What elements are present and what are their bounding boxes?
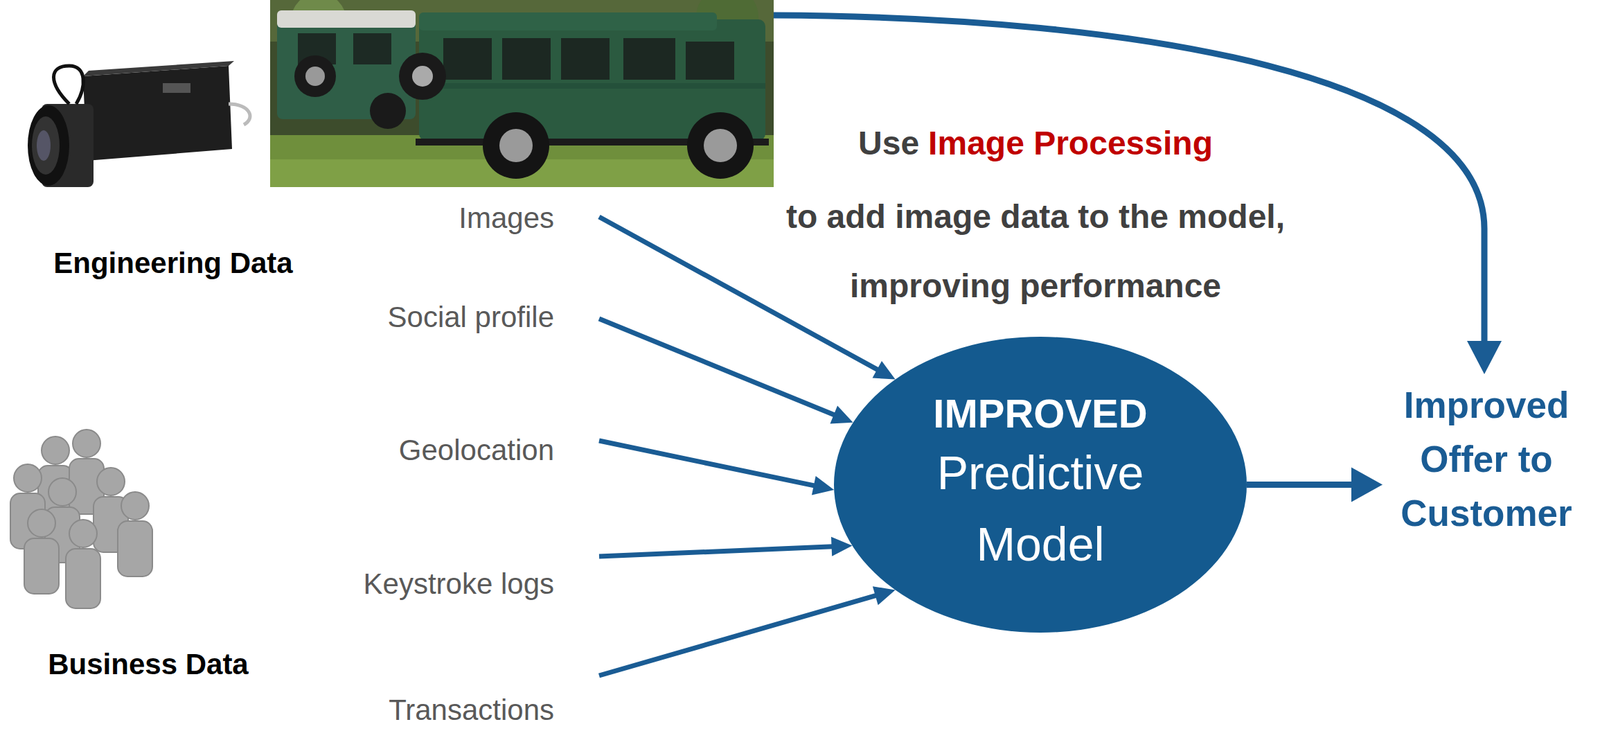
connector-line	[599, 318, 836, 415]
connector	[599, 585, 896, 676]
camera-picture	[4, 40, 251, 235]
people-icon	[10, 429, 153, 609]
category-label: Engineering Data	[53, 246, 293, 280]
connector-line	[599, 594, 877, 676]
arrow-head	[829, 405, 853, 424]
model-name: Predictive Model	[908, 437, 1172, 580]
model-ellipse: IMPROVEDPredictive Model	[833, 336, 1247, 633]
source-label: Images	[458, 201, 555, 235]
source-label: Keystroke logs	[363, 567, 555, 601]
note-text: to add image data to the model,	[786, 197, 1285, 236]
arrow-head	[872, 360, 896, 380]
vehicle-photo	[270, 0, 774, 188]
input-source: Transactions	[374, 672, 600, 731]
outcome-label: Improved Offer to Customer	[1392, 378, 1580, 541]
connector-line	[599, 216, 879, 370]
category-label: Business Data	[47, 647, 248, 681]
photo-arrow	[773, 15, 1502, 375]
connector	[599, 318, 854, 424]
source-label: Geolocation	[398, 433, 555, 467]
connector	[1246, 467, 1383, 503]
note-highlight: Image Processing	[928, 123, 1213, 163]
input-source: Keystroke logs	[349, 546, 600, 622]
model-heading: IMPROVED	[932, 389, 1148, 438]
note-text: improving performance	[849, 266, 1222, 305]
connector	[599, 440, 834, 495]
connector	[599, 536, 853, 557]
note-text: Use	[858, 123, 920, 163]
connector-line	[599, 546, 834, 557]
note-line: UseImage Processing	[858, 123, 1213, 163]
connector-line	[1246, 481, 1353, 488]
connector-line	[599, 440, 816, 486]
ellipse-fill	[833, 336, 1247, 633]
arrow-head	[811, 475, 834, 495]
source-label: Social profile	[387, 300, 555, 334]
arrow-head	[1351, 467, 1383, 503]
arrow-head	[872, 585, 896, 605]
input-source: Images	[444, 180, 600, 256]
input-source: Geolocation	[385, 412, 600, 488]
input-source: Social profile	[374, 279, 600, 355]
outcome-text: Improved Offer to Customer	[1382, 378, 1591, 541]
source-label: Transactions	[388, 693, 555, 727]
